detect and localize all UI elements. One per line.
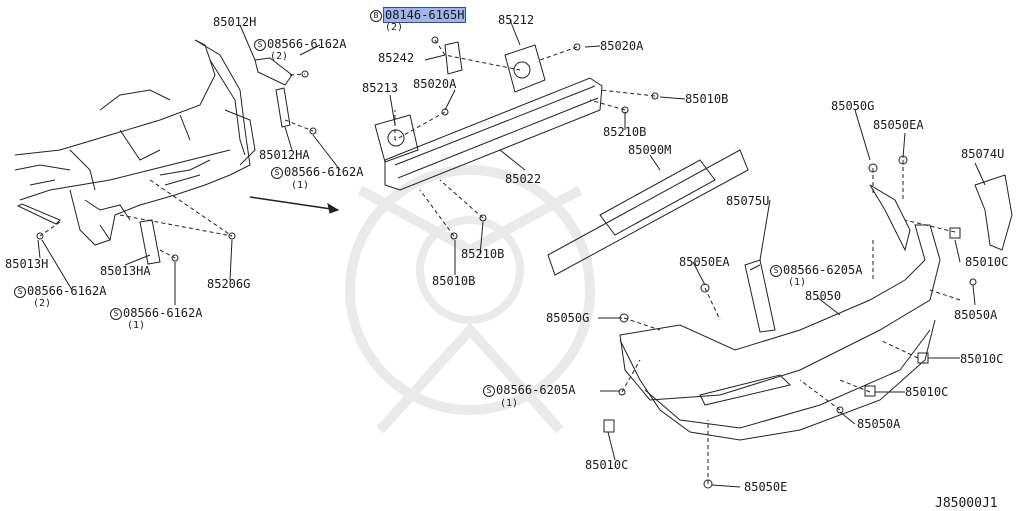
part-label-85213[interactable]: 85213 [362,81,399,95]
part-label-85050A-2[interactable]: 85050A [857,417,901,431]
part-label-85050G-1[interactable]: 85050G [831,99,875,113]
part-label-85010B-2[interactable]: 85010B [432,274,476,288]
s-symbol-icon: S [483,385,495,397]
part-label-85012HA[interactable]: 85012HA [259,148,310,162]
part-label-85075U[interactable]: 85075U [726,194,770,208]
vehicle-body [14,39,256,246]
bolt-number: 08566-6205A [496,383,576,397]
s-symbol-icon: S [271,167,283,179]
bolt-number: 08566-6162A [284,165,364,179]
bolt-qty: (1) [500,398,519,409]
bolt-number: 08566-6205A [783,263,863,277]
part-label-85010C-1[interactable]: 85010C [965,255,1009,269]
part-label-85022[interactable]: 85022 [505,172,542,186]
part-label-85020A-1[interactable]: 85020A [600,39,644,53]
b-symbol-icon: B [370,10,382,22]
part-label-85206G[interactable]: 85206G [207,277,251,291]
bolt-qty: (1) [291,180,310,191]
part-label-85210B-1[interactable]: 85210B [603,125,647,139]
s-symbol-icon: S [254,39,266,51]
bolt-qty: (1) [127,320,146,331]
part-label-85010C-4[interactable]: 85010C [585,458,629,472]
part-label-85212[interactable]: 85212 [498,13,535,27]
part-label-85074U[interactable]: 85074U [961,147,1005,161]
part-label-85050[interactable]: 85050 [805,289,842,303]
part-label-85242[interactable]: 85242 [378,51,415,65]
part-label-85050A-1[interactable]: 85050A [954,308,998,322]
part-label-85210B-2[interactable]: 85210B [461,247,505,261]
bolt-qty: (1) [788,277,807,288]
s-symbol-icon: S [770,265,782,277]
watermark-logo [345,165,595,434]
reinforcement-85022 [384,77,603,191]
seal-85075U [744,259,776,333]
part-label-85050E[interactable]: 85050E [744,480,788,494]
bolt-number: 08566-6162A [267,37,347,51]
selected-part-highlight[interactable]: 08146-6165H [383,7,467,23]
part-label-85050EA-1[interactable]: 85050EA [873,118,924,132]
bracket-85074U [974,174,1013,251]
part-label-85010C-3[interactable]: 85010C [905,385,949,399]
direction-arrow [327,202,340,214]
absorber-85090M [547,149,749,276]
part-label-85090M[interactable]: 85090M [628,143,672,157]
part-label-85010B-1[interactable]: 85010B [685,92,729,106]
diagram-code: J85000J1 [935,496,998,511]
s-symbol-icon: S [110,308,122,320]
part-label-85013HA[interactable]: 85013HA [100,264,151,278]
bolt-number: 08566-6162A [27,284,107,298]
clip-85010C [949,227,961,239]
part-label-85010C-2[interactable]: 85010C [960,352,1004,366]
dashed-leaders [39,39,961,484]
part-label-85013H[interactable]: 85013H [5,257,49,271]
retainer-85013H [16,203,61,225]
bracket-85012HA [275,87,291,128]
bracket-85213 [374,114,419,163]
part-label-85012H[interactable]: 85012H [213,15,257,29]
s-symbol-icon: S [14,286,26,298]
bolt-qty: (2) [385,22,404,33]
bolt-number: 08566-6162A [123,306,203,320]
bracket-85242 [444,41,463,75]
fascia-85050 [619,224,941,401]
bolt-qty: (2) [33,298,52,309]
bracket-85212 [504,44,546,93]
retainer-85012H [254,57,293,86]
part-label-85020A-2[interactable]: 85020A [413,77,457,91]
part-label-85050G-2[interactable]: 85050G [546,311,590,325]
part-label-85050EA-2[interactable]: 85050EA [679,255,730,269]
bolt-qty: (2) [270,51,289,62]
